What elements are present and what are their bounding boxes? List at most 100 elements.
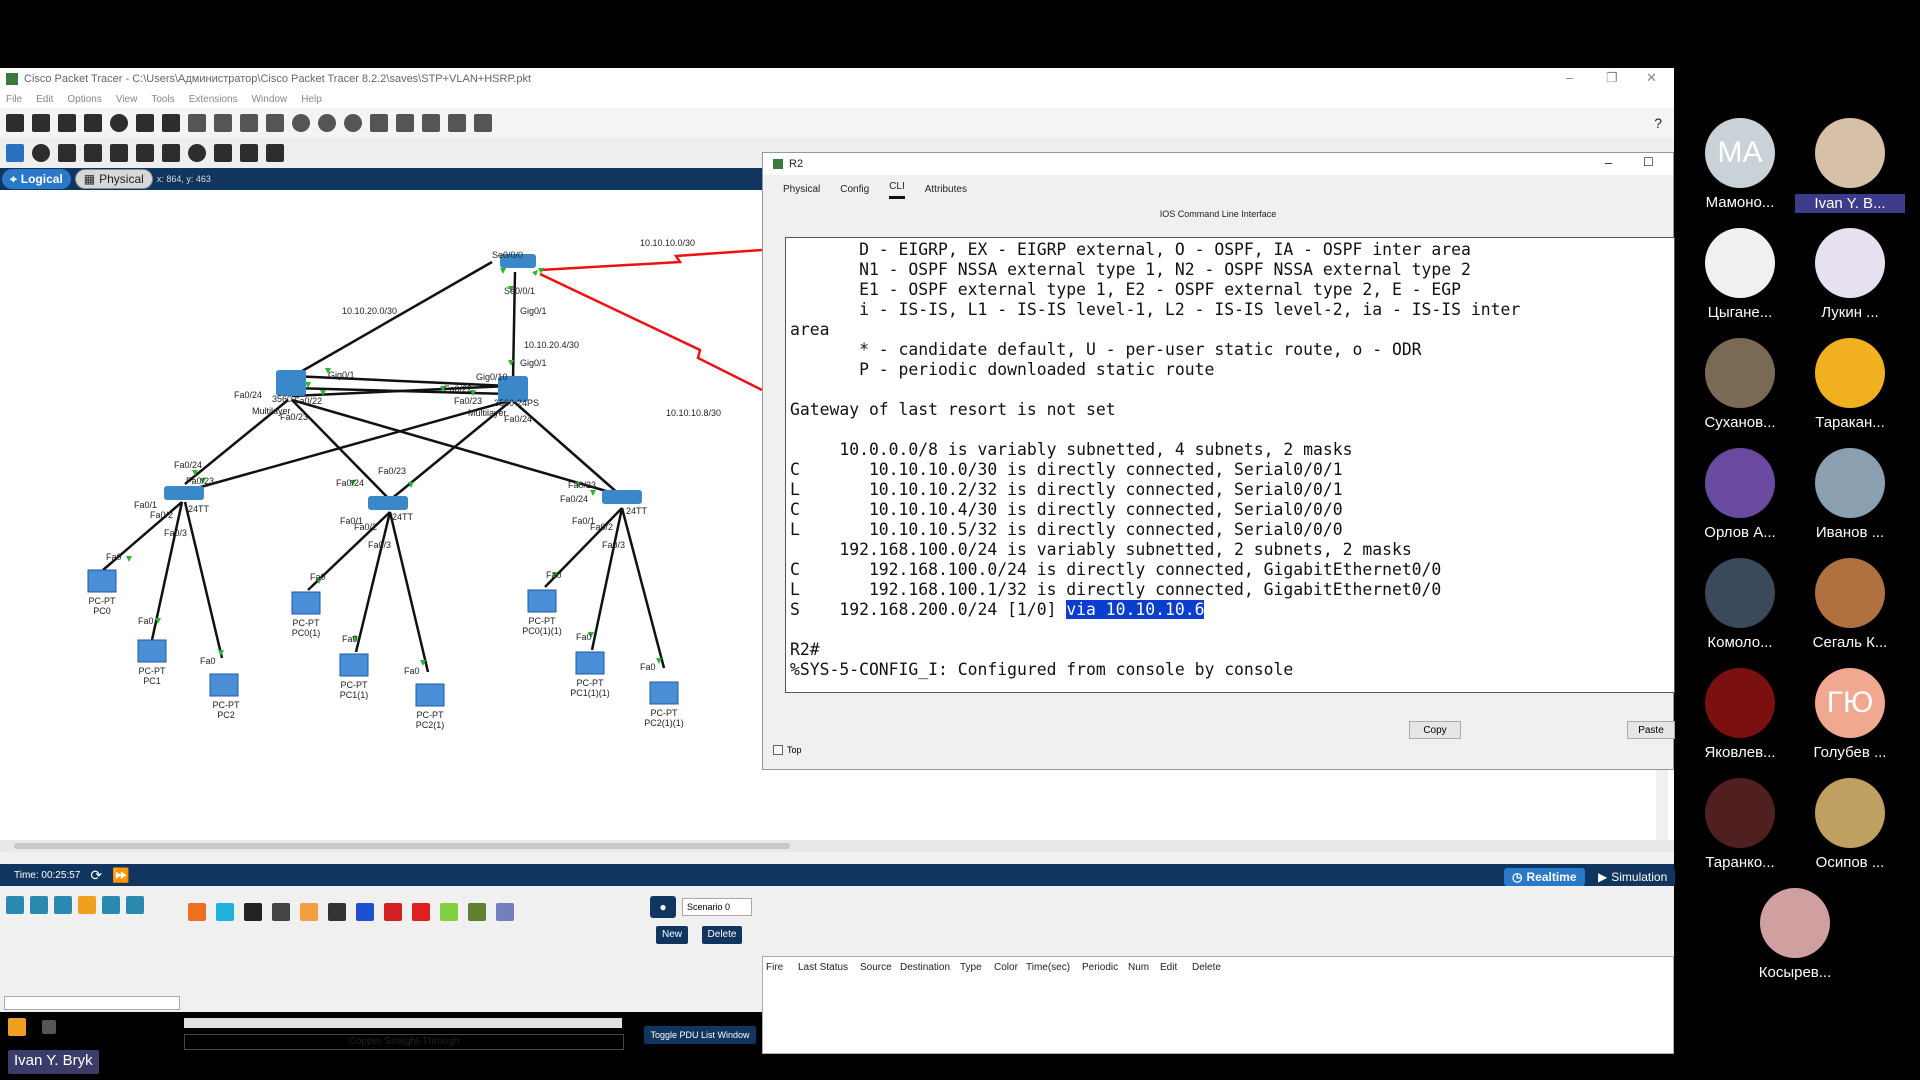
serial-dte-icon[interactable]: [412, 903, 430, 921]
draw-ellipse-icon[interactable]: [188, 144, 206, 162]
network-info-icon[interactable]: [448, 114, 466, 132]
participant-tile[interactable]: Цыгане...: [1685, 228, 1795, 321]
redo-icon[interactable]: [266, 114, 284, 132]
help-icon[interactable]: ?: [1654, 115, 1662, 131]
delete-scenario-button[interactable]: Delete: [702, 926, 742, 944]
participant-tile[interactable]: Яковлев...: [1685, 668, 1795, 761]
info-icon[interactable]: [110, 114, 128, 132]
save-icon[interactable]: [58, 114, 76, 132]
crossover-icon[interactable]: [272, 903, 290, 921]
new-scenario-button[interactable]: New: [656, 926, 688, 944]
minimize-icon[interactable]: –: [1566, 70, 1574, 85]
participant-tile[interactable]: Ivan Y. B...: [1795, 118, 1905, 213]
wizard-icon[interactable]: [136, 114, 154, 132]
note-icon[interactable]: [110, 144, 128, 162]
fiber-icon[interactable]: [300, 903, 318, 921]
draw-rect-icon[interactable]: [162, 144, 180, 162]
menu-tools[interactable]: Tools: [151, 93, 175, 105]
iot-cable-icon[interactable]: [468, 903, 486, 921]
r2-minimize-icon[interactable]: –: [1605, 155, 1613, 170]
restore-icon[interactable]: ❐: [1606, 70, 1618, 85]
viewport-icon[interactable]: [396, 114, 414, 132]
participant-tile[interactable]: Лукин ...: [1795, 228, 1905, 321]
serial-dce-icon[interactable]: [384, 903, 402, 921]
menu-help[interactable]: Help: [301, 93, 322, 105]
menu-options[interactable]: Options: [67, 93, 102, 105]
auto-cable-icon[interactable]: [188, 903, 206, 921]
participant-tile[interactable]: Таракан...: [1795, 338, 1905, 431]
octal-icon[interactable]: [440, 903, 458, 921]
participant-tile[interactable]: Орлов А...: [1685, 448, 1795, 541]
end-devices-icon[interactable]: [30, 896, 48, 914]
tab-cli[interactable]: CLI: [889, 181, 905, 199]
menu-window[interactable]: Window: [251, 93, 288, 105]
participant-tile[interactable]: Сегаль К...: [1795, 558, 1905, 651]
participant-tile[interactable]: Иванов ...: [1795, 448, 1905, 541]
participant-tile[interactable]: Осипов ...: [1795, 778, 1905, 871]
r2-maximize-icon[interactable]: ☐: [1643, 155, 1654, 169]
inspect-icon[interactable]: [32, 144, 50, 162]
grid-icon[interactable]: [42, 1020, 56, 1034]
participant-tile[interactable]: Комоло...: [1685, 558, 1795, 651]
top-checkbox[interactable]: [773, 745, 783, 755]
components-icon[interactable]: [54, 896, 72, 914]
complex-pdu-icon[interactable]: [266, 144, 284, 162]
tab-config[interactable]: Config: [840, 184, 870, 195]
copy-button[interactable]: Copy: [1409, 721, 1461, 739]
cli-terminal[interactable]: D - EIGRP, EX - EIGRP external, O - OSPF…: [785, 237, 1675, 693]
device-search[interactable]: [4, 996, 180, 1010]
print-icon[interactable]: [84, 114, 102, 132]
misc-icon[interactable]: [102, 896, 120, 914]
zoom-out-icon[interactable]: [344, 114, 362, 132]
cable-type-icon[interactable]: [8, 1018, 26, 1036]
coaxial-icon[interactable]: [356, 903, 374, 921]
participant-tile[interactable]: Косырев...: [1740, 888, 1850, 981]
realtime-mode-button[interactable]: ◷Realtime: [1504, 868, 1585, 886]
power-cycle-icon[interactable]: ⟳: [90, 866, 103, 883]
menu-view[interactable]: View: [115, 93, 138, 105]
paste-button[interactable]: Paste: [1627, 721, 1675, 739]
scenario-select[interactable]: Scenario 0: [682, 898, 752, 916]
open-folder-icon[interactable]: [32, 114, 50, 132]
menu-file[interactable]: File: [6, 93, 23, 105]
tab-attributes[interactable]: Attributes: [924, 184, 967, 195]
scroll-thumb[interactable]: [14, 843, 790, 849]
menu-edit[interactable]: Edit: [36, 93, 54, 105]
undo-icon[interactable]: [240, 114, 258, 132]
tab-physical[interactable]: Physical: [783, 184, 821, 195]
multiuser-icon[interactable]: [126, 896, 144, 914]
select-icon[interactable]: [6, 144, 24, 162]
participant-tile[interactable]: Таранко...: [1685, 778, 1795, 871]
phone-cable-icon[interactable]: [328, 903, 346, 921]
delete-icon[interactable]: [58, 144, 76, 162]
horizontal-scrollbar[interactable]: [0, 840, 1674, 852]
connections-icon[interactable]: [78, 896, 96, 914]
straight-through-icon[interactable]: [244, 903, 262, 921]
draw-line-icon[interactable]: [136, 144, 154, 162]
zoom-in-icon[interactable]: [292, 114, 310, 132]
participant-tile[interactable]: Суханов...: [1685, 338, 1795, 431]
close-icon[interactable]: ✕: [1646, 70, 1657, 85]
freeform-icon[interactable]: [214, 144, 232, 162]
resize-icon[interactable]: [84, 144, 102, 162]
rectangle-icon[interactable]: [370, 114, 388, 132]
scenario-info-icon[interactable]: ●: [650, 896, 676, 918]
physical-view-button[interactable]: ▦Physical: [74, 169, 153, 189]
zoom-reset-icon[interactable]: [318, 114, 336, 132]
simulation-mode-button[interactable]: ▶Simulation: [1590, 868, 1676, 886]
paste-icon[interactable]: [214, 114, 232, 132]
new-file-icon[interactable]: [6, 114, 24, 132]
network-devices-icon[interactable]: [6, 896, 24, 914]
console-cable-icon[interactable]: [216, 903, 234, 921]
activity-icon[interactable]: [162, 114, 180, 132]
custom-device-icon[interactable]: [422, 114, 440, 132]
logical-view-button[interactable]: ⌖Logical: [2, 169, 71, 189]
fast-forward-icon[interactable]: ⏩: [112, 866, 130, 883]
toggle-pdu-button[interactable]: Toggle PDU List Window: [644, 1026, 756, 1044]
simple-pdu-icon[interactable]: [240, 144, 258, 162]
palette-scrollbar[interactable]: [184, 1018, 622, 1028]
image-icon[interactable]: [474, 114, 492, 132]
menu-extensions[interactable]: Extensions: [188, 93, 238, 105]
